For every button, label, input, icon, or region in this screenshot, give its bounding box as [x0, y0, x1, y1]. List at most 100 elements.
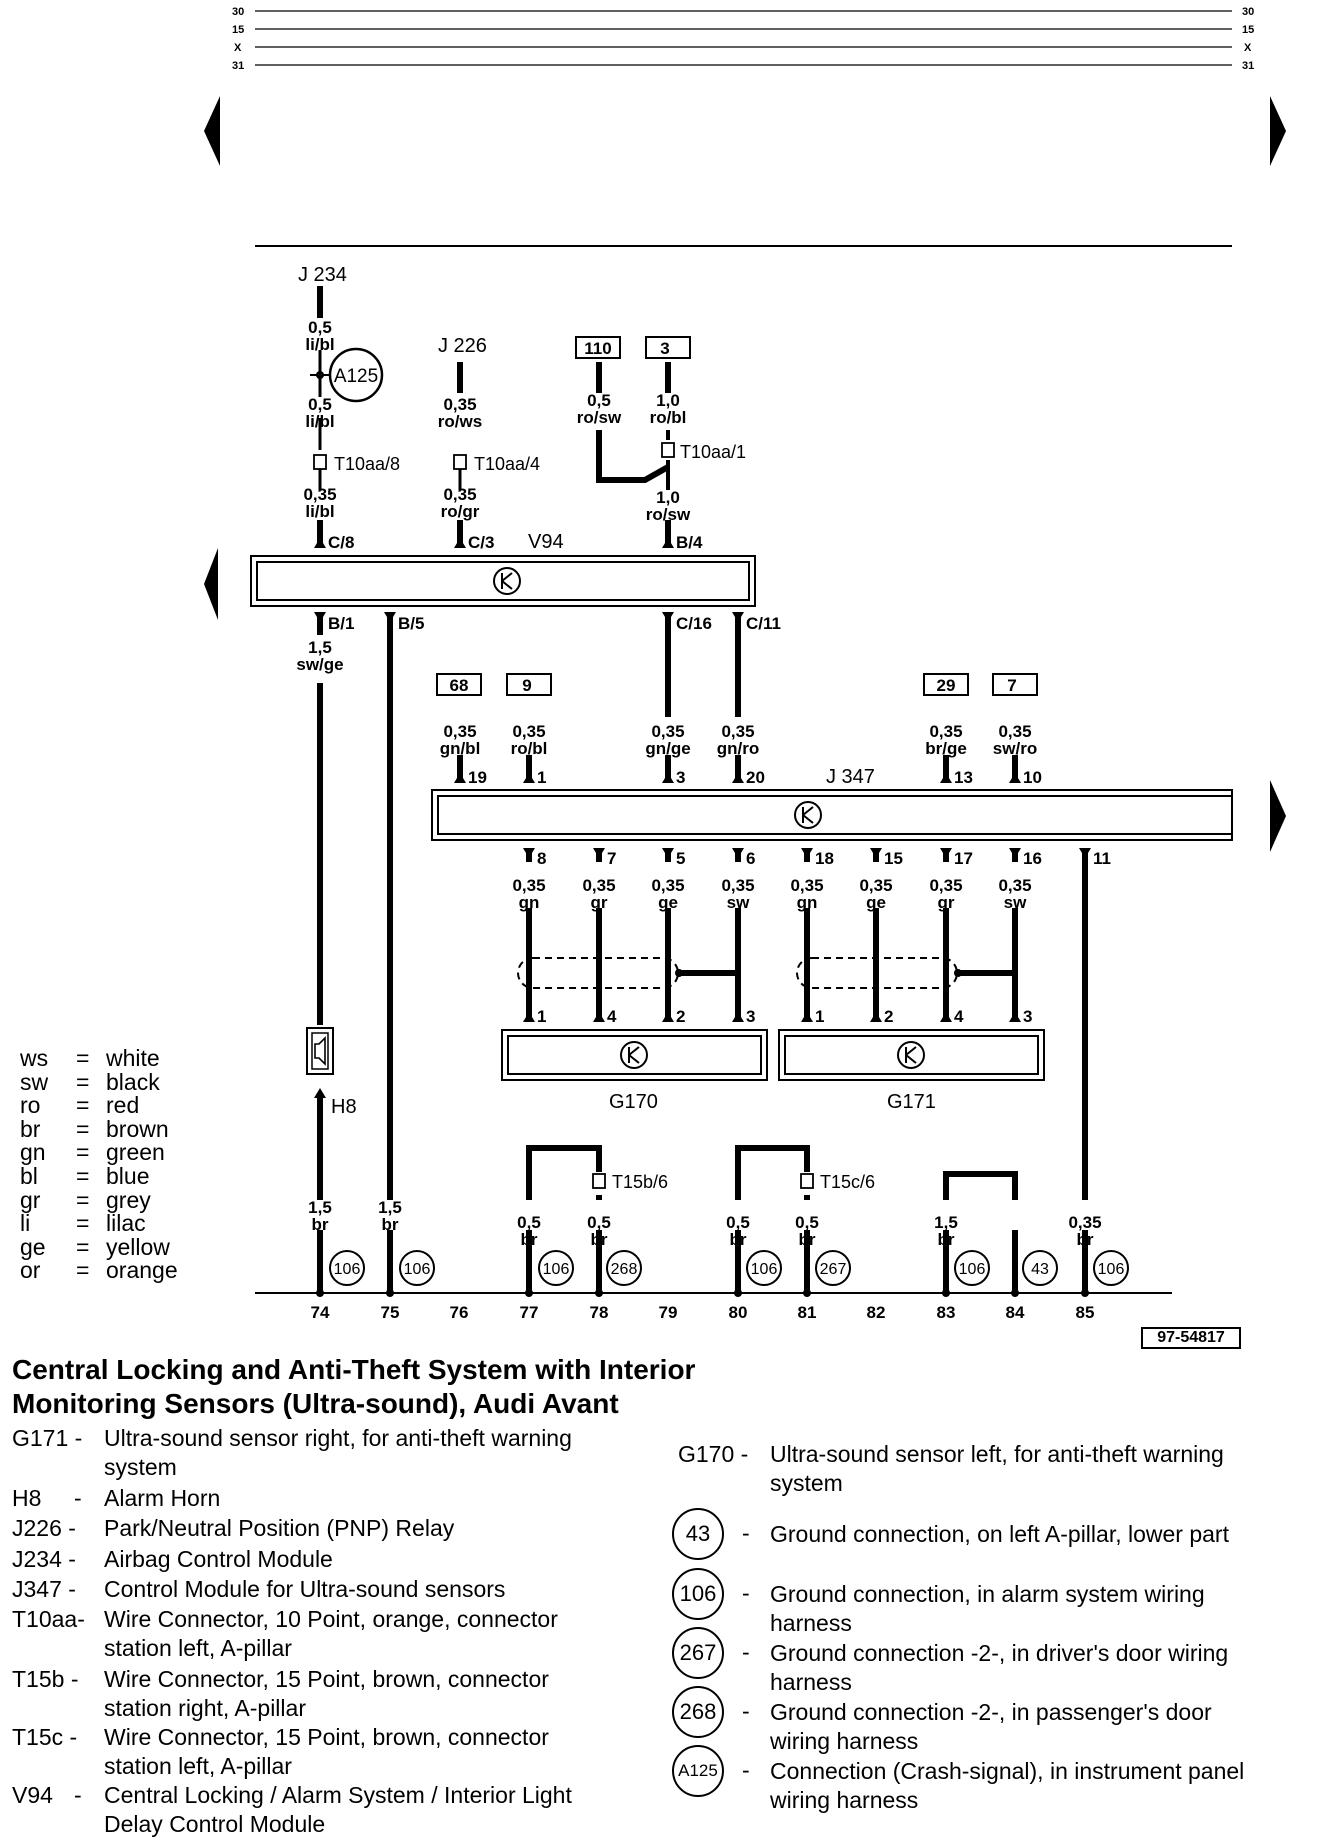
connector-t10aa-8-icon — [313, 454, 327, 470]
desc-dash: - — [742, 1520, 750, 1546]
pin-label: 10 — [1023, 768, 1042, 787]
wire-label: 0,35 — [998, 722, 1031, 741]
arrow-left-v94-icon — [204, 548, 218, 620]
badge-text: A125 — [678, 1761, 718, 1780]
desc-dash: - — [742, 1580, 750, 1606]
ground-106-label: 106 — [334, 1261, 361, 1278]
refbox-7-label: 7 — [1007, 676, 1016, 695]
track-number: 85 — [1076, 1303, 1095, 1322]
g171-label: G171 — [887, 1091, 936, 1113]
pin-label: 19 — [468, 768, 487, 787]
pin-label: 1 — [537, 768, 546, 787]
refbox-68 — [436, 673, 482, 696]
rail-30-label-right: 30 — [1242, 6, 1254, 18]
wire-label: ge — [866, 893, 886, 912]
badge-text: 43 — [685, 1521, 711, 1546]
wire-label: li/bl — [305, 335, 334, 354]
wire-label: gn/ro — [717, 739, 760, 758]
desc-dash: - — [74, 1782, 82, 1808]
wire-label: 0,35 — [998, 876, 1031, 895]
desc-dash: - — [742, 1757, 750, 1783]
connector-t15b-6-icon — [592, 1173, 606, 1189]
wire-label: ro/sw — [646, 505, 691, 524]
v94-label: V94 — [528, 531, 564, 553]
reference-box-labels: 110 3 68 9 29 7 — [450, 339, 1017, 695]
j347-label: J 347 — [826, 766, 875, 788]
pin-label: 4 — [954, 1007, 964, 1026]
refbox-68-label: 68 — [450, 676, 469, 695]
ground-106-label: 106 — [751, 1261, 778, 1278]
ground-106-label: 106 — [1098, 1261, 1125, 1278]
refbox-3 — [645, 336, 691, 359]
wire-label: br — [591, 1230, 608, 1249]
desc-code: H8 — [12, 1485, 42, 1511]
arrow-right-j347-icon — [1270, 780, 1286, 852]
ground-circles: 106 106 106 268 106 267 106 43 106 — [329, 1250, 1129, 1286]
wire-label: 0,35 — [582, 876, 615, 895]
legend-abbr: or — [20, 1257, 41, 1284]
desc-text: Central Locking / Alarm System / Interio… — [104, 1782, 572, 1837]
rail-15-label-left: 15 — [232, 24, 244, 36]
legend-abbr: ge — [20, 1233, 46, 1260]
pin-label: C/3 — [468, 533, 494, 552]
legend-row: gn=green — [20, 1141, 178, 1165]
legend-equals: = — [76, 1162, 90, 1189]
desc-text: Ground connection, on left A-pillar, low… — [770, 1521, 1229, 1547]
rail-x-label-right: X — [1244, 42, 1252, 54]
desc-code: G170 - — [678, 1441, 749, 1467]
legend-name: orange — [106, 1257, 178, 1284]
h8-horn — [306, 1027, 334, 1075]
pin-label: 17 — [954, 849, 973, 868]
wire-label: 0,35 — [512, 722, 545, 741]
title-line: Central Locking and Anti-Theft System wi… — [12, 1354, 696, 1385]
desc-code: G171 - — [12, 1425, 83, 1451]
wire-label: li/bl — [305, 502, 334, 521]
wire-label: br — [730, 1230, 747, 1249]
legend-equals: = — [76, 1210, 90, 1237]
legend-name: red — [106, 1092, 140, 1119]
pin-label: B/1 — [328, 614, 354, 633]
desc-text: Ultra-sound sensor left, for anti-theft … — [770, 1441, 1224, 1496]
pin-label: 5 — [676, 849, 685, 868]
track-number: 83 — [937, 1303, 956, 1322]
wire-label: 0,35 — [443, 485, 476, 504]
arrow-right-top-icon — [1270, 96, 1286, 166]
wire-label: br/ge — [925, 739, 967, 758]
legend-row: br=brown — [20, 1115, 178, 1142]
ground-267-description: 267 - Ground connection -2-, in driver's… — [672, 1627, 1322, 1695]
legend-abbr: ws — [20, 1045, 49, 1071]
wire-label: sw/ro — [993, 739, 1037, 758]
g170-electronics-icon — [620, 1041, 648, 1069]
ground-106-label: 106 — [543, 1261, 570, 1278]
arrow-left-top-icon — [204, 96, 220, 166]
wire-label: 0,5 — [517, 1213, 541, 1232]
wire-label: 0,35 — [512, 876, 545, 895]
wire-label: br — [799, 1230, 816, 1249]
wire-label: 0,35 — [790, 876, 823, 895]
wire-label: 0,35 — [859, 876, 892, 895]
desc-text: Wire Connector, 15 Point, brown, connect… — [104, 1666, 549, 1721]
wire-label: 0,35 — [721, 722, 754, 741]
pin-label: 8 — [537, 849, 546, 868]
wire-label: br — [382, 1215, 399, 1234]
t10aa-1-label: T10aa/1 — [680, 442, 746, 462]
legend-equals: = — [76, 1115, 90, 1142]
legend-abbr: ro — [20, 1092, 41, 1119]
desc-text: Connection (Crash-signal), in instrument… — [770, 1758, 1245, 1813]
refbox-3-label: 3 — [660, 339, 669, 358]
legend-equals: = — [76, 1186, 90, 1213]
ground-106-badge: 106 — [672, 1568, 724, 1620]
wire-label: 0,35 — [721, 876, 754, 895]
legend-abbr: li — [20, 1210, 31, 1237]
wire-label: br — [521, 1230, 538, 1249]
legend-abbr: gn — [20, 1139, 46, 1166]
wire-label: ro/gr — [441, 502, 480, 521]
track-number: 76 — [450, 1303, 469, 1322]
pin-label: 1 — [815, 1007, 824, 1026]
wire-label: sw — [1004, 893, 1027, 912]
pin-label: C/11 — [746, 614, 781, 633]
pin-labels: C/8 C/3 B/4 B/1 B/5 C/16 C/11 19 1 3 20 … — [328, 533, 1111, 1026]
wire-label: 0,5 — [308, 318, 332, 337]
refbox-110-label: 110 — [584, 339, 611, 358]
pin-label: 2 — [884, 1007, 893, 1026]
